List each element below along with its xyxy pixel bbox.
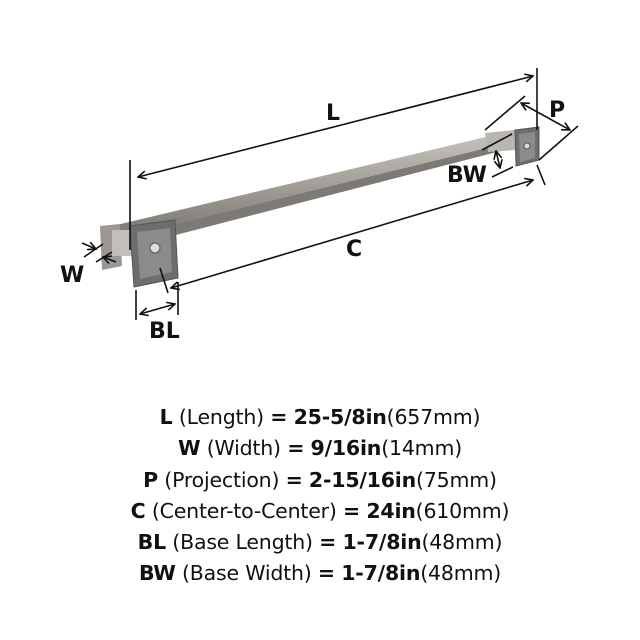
dimension-lines	[81, 68, 579, 320]
spec-name: (Base Length)	[172, 530, 313, 555]
spec-metric: (657mm)	[386, 405, 481, 429]
width-arrow-2	[103, 257, 117, 262]
left-post	[112, 230, 134, 256]
spec-imperial: 9/16in	[310, 436, 382, 461]
spec-row-base-length: BL (Base Length) = 1-7/8in(48mm)	[0, 527, 640, 558]
spec-name: (Center-to-Center)	[151, 498, 337, 523]
spec-row-length: L (Length) = 25-5/8in(657mm)	[0, 402, 640, 433]
label-L: L	[326, 101, 340, 126]
spec-name: (Width)	[206, 436, 281, 461]
spec-imperial: 2-15/16in	[308, 467, 417, 492]
spec-metric: (75mm)	[416, 467, 497, 492]
spec-row-projection: P (Projection) = 2-15/16in(75mm)	[0, 465, 640, 496]
spec-imperial: 25-5/8in	[293, 405, 387, 429]
spec-name: (Length)	[178, 405, 264, 429]
spec-metric: (48mm)	[420, 561, 502, 586]
base-width-arrow	[496, 151, 500, 168]
spec-code: W	[177, 436, 201, 461]
spec-eq: =	[285, 467, 303, 492]
spec-eq: =	[317, 561, 335, 586]
label-C: C	[346, 237, 362, 262]
spec-metric: (48mm)	[421, 530, 503, 555]
label-BW: BW	[447, 163, 487, 188]
spec-name: (Projection)	[164, 467, 280, 492]
projection-arrow	[521, 103, 570, 130]
spec-eq: =	[270, 405, 288, 429]
set-screw	[149, 242, 161, 254]
spec-name: (Base Width)	[181, 561, 312, 586]
center-to-center-arrow	[171, 180, 533, 288]
spec-code: BL	[137, 530, 166, 555]
spec-imperial: 24in	[366, 498, 416, 523]
spec-code: C	[130, 498, 146, 523]
label-P: P	[549, 98, 565, 123]
spec-imperial: 1-7/8in	[342, 530, 422, 555]
spec-eq: =	[343, 498, 360, 523]
spec-imperial: 1-7/8in	[341, 561, 421, 586]
spec-code: L	[159, 405, 173, 429]
spec-metric: (14mm)	[381, 436, 463, 461]
spec-row-width: W (Width) = 9/16in(14mm)	[0, 433, 640, 464]
spec-eq: =	[287, 436, 305, 461]
label-BL: BL	[149, 319, 180, 344]
spec-eq: =	[319, 530, 337, 555]
length-arrow	[138, 76, 533, 177]
spec-metric: (610mm)	[415, 498, 510, 523]
spec-row-base-width: BW (Base Width) = 1-7/8in(48mm)	[0, 558, 640, 589]
base-length-arrow	[140, 304, 175, 314]
towel-bar-product	[100, 126, 540, 288]
spec-row-center-to-center: C (Center-to-Center) = 24in(610mm)	[0, 496, 640, 527]
spec-code: P	[143, 467, 158, 492]
spec-code: BW	[138, 561, 176, 586]
dimension-specs-list: L (Length) = 25-5/8in(657mm) W (Width) =…	[0, 402, 640, 590]
label-W: W	[60, 263, 84, 288]
width-arrow-1	[81, 243, 96, 249]
